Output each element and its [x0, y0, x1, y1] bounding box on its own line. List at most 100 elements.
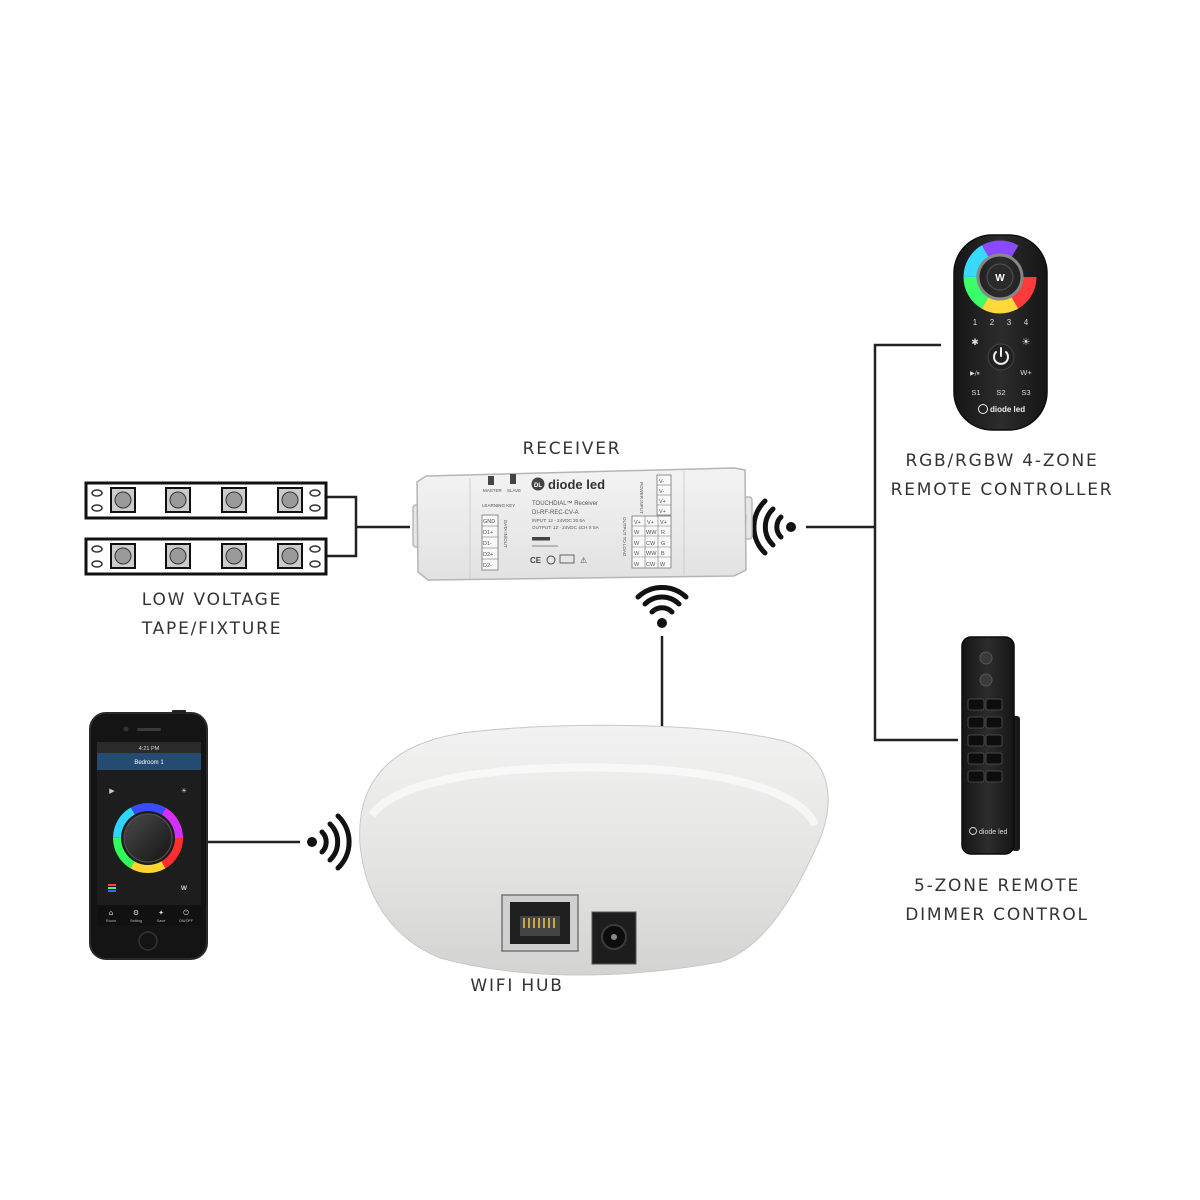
data-terminal-block: GND D1+ D1- D2+ D2- DATA IN/OUT: [481, 514, 508, 571]
master-label: MASTER: [483, 488, 503, 493]
tab-onoff[interactable]: ON/OFF: [179, 919, 194, 923]
svg-text:CE: CE: [530, 556, 542, 565]
terminal-label: W: [634, 541, 640, 547]
led-chip: [277, 543, 303, 569]
led-chip: [277, 487, 303, 513]
terminal-label: V+: [634, 520, 641, 526]
zone-key: 4: [1024, 318, 1029, 327]
terminal-label: GND: [483, 519, 495, 525]
receiver-caption: RECEIVER: [512, 435, 632, 464]
scene-key: S1: [971, 388, 980, 397]
diode-led-logo: diode led: [969, 827, 1008, 836]
terminal-label: WW: [646, 551, 657, 557]
led-chip: [110, 543, 136, 569]
led-tape-strip-top: [84, 481, 328, 520]
color-wheel: W: [963, 240, 1037, 314]
learning-key-label: LEARNING KEY: [482, 503, 515, 508]
play-pause-icon: ▶/⏸: [970, 370, 980, 377]
save-icon[interactable]: ✦: [158, 909, 164, 917]
status-bar: [97, 742, 201, 753]
tab-room[interactable]: Room: [106, 919, 116, 923]
wifi-signal-icon: [751, 498, 796, 556]
terminal-label: WW: [646, 530, 657, 536]
led-chip: [221, 487, 247, 513]
led-tape-strip-bottom: [84, 537, 328, 576]
power-input-label: POWER INPUT: [639, 482, 644, 514]
svg-text:⚠: ⚠: [580, 556, 587, 565]
dimmer-off-button: [979, 673, 993, 687]
palette-icon[interactable]: [108, 884, 116, 892]
svg-text:DL: DL: [534, 483, 542, 489]
rgb-remote-label-line2: REMOTE CONTROLLER: [890, 480, 1114, 500]
w-key-label: W: [995, 273, 1005, 284]
zone-key: 2: [990, 318, 995, 327]
terminal-label: D1+: [483, 530, 493, 536]
led-chip: [110, 487, 136, 513]
dimmer-remote-device: diode led: [961, 636, 1020, 855]
rgb-remote-label-line1: RGB/RGBW 4-ZONE: [905, 451, 1099, 471]
zone-button-rows: [967, 698, 1003, 783]
terminal-label: W: [634, 551, 640, 557]
terminal-label: V+: [659, 509, 666, 515]
diode-led-logo: diode led: [978, 404, 1025, 414]
play-icon[interactable]: ▶: [109, 787, 115, 795]
brand-label: diode led: [979, 829, 1008, 836]
brand-label: diode led: [990, 405, 1025, 414]
output-terminal-block: V+ V+ V+ W WW R W CW G W WW B W CW W OUT…: [622, 515, 672, 569]
ethernet-port: [501, 894, 579, 952]
input-spec: INPUT: 12 - 24VDC 20.5A: [532, 518, 586, 523]
terminal-label: W: [660, 562, 666, 568]
gear-icon[interactable]: ⚙: [133, 909, 139, 917]
power-icon: [987, 343, 1015, 371]
tape-caption: LOW VOLTAGE TAPE/FIXTURE: [112, 586, 312, 644]
terminal-label: D2+: [483, 552, 493, 558]
dimmer-on-button: [979, 651, 993, 665]
dimmer-caption: 5-ZONE REMOTE DIMMER CONTROL: [887, 872, 1107, 930]
tape-label-line2: TAPE/FIXTURE: [141, 619, 283, 639]
w-plus-key: W+: [1020, 368, 1032, 377]
rgb-remote-device: W 1 2 3 4 ✱ ☀ ▶/⏸ W+ S1 S2 S3 diode led: [953, 234, 1048, 431]
wifi-hub-device: [359, 724, 829, 976]
terminal-label: V+: [659, 499, 666, 505]
app-color-wheel[interactable]: [113, 803, 183, 873]
dimmer-label-line2: DIMMER CONTROL: [905, 905, 1089, 925]
connection-lines: [208, 343, 958, 844]
receiver-label: RECEIVER: [522, 439, 622, 459]
led-chip: [165, 487, 191, 513]
power-icon[interactable]: ⏻: [183, 909, 189, 917]
app-w-key[interactable]: W: [181, 885, 188, 892]
room-header: [97, 753, 201, 770]
brand-label: diode led: [548, 477, 605, 492]
product-label: TOUCHDIAL™ Receiver: [532, 500, 598, 507]
led-chip: [165, 543, 191, 569]
tape-label-line1: LOW VOLTAGE: [141, 590, 283, 610]
wifi-signal-icon: [635, 585, 689, 628]
terminal-label: B: [661, 551, 665, 557]
data-inout-label: DATA IN/OUT: [503, 520, 508, 548]
terminal-label: D1-: [483, 541, 492, 547]
terminal-label: R: [661, 530, 665, 536]
smartphone-device: 4:21 PM Bedroom 1 ▶ ☀ W ⌂ ⚙ ✦ ⏻ Room Set…: [89, 710, 208, 960]
tab-save[interactable]: Save: [157, 919, 166, 923]
rgb-remote-caption: RGB/RGBW 4-ZONE REMOTE CONTROLLER: [882, 447, 1122, 505]
terminal-label: V-: [659, 489, 664, 495]
terminal-label: CW: [646, 562, 656, 568]
sun-icon[interactable]: ☀: [181, 787, 187, 795]
tab-bar: [97, 905, 201, 925]
sun-icon: ✱: [971, 338, 979, 348]
dc-power-jack: [591, 911, 637, 965]
terminal-label: W: [634, 530, 640, 536]
remotes-bus-line: [873, 343, 958, 742]
home-icon[interactable]: ⌂: [109, 909, 113, 917]
wifi-hub-label: WIFI HUB: [470, 976, 564, 996]
terminal-label: D2-: [483, 563, 492, 569]
output-to-load-label: OUTPUT TO LOAD: [622, 517, 627, 557]
scene-key: S3: [1021, 388, 1030, 397]
terminal-label: CW: [646, 541, 656, 547]
terminal-label: G: [661, 541, 665, 547]
tab-setting[interactable]: Setting: [130, 919, 142, 923]
terminal-label: W: [634, 562, 640, 568]
wifi-signal-icon: [307, 813, 352, 871]
